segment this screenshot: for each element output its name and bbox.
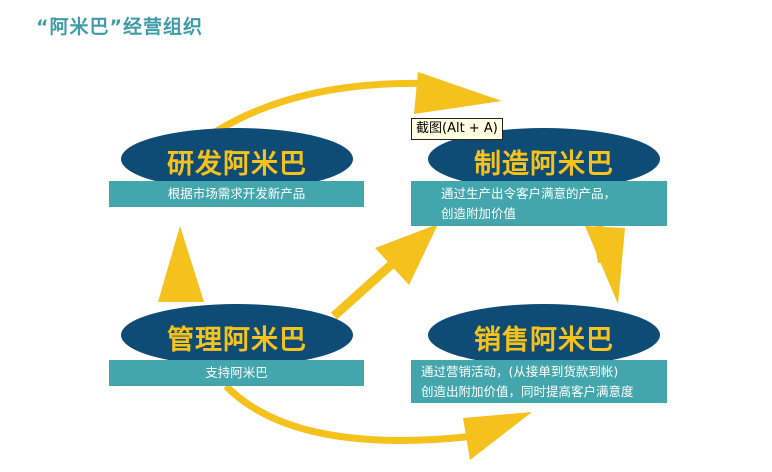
amoeba-sales-desc-line-1: 通过营销活动，(从接单到货款到帐) [421, 364, 619, 379]
arrowhead-management-to-rd [158, 226, 204, 302]
arrow-management-to-manufacturing [330, 260, 396, 320]
page-title: “阿米巴”经营组织 [36, 16, 203, 38]
screenshot-tooltip: 截图(Alt + A) [411, 118, 503, 140]
amoeba-management-desc-line: 支持阿米巴 [205, 365, 268, 380]
amoeba-management-desc: 支持阿米巴 [109, 360, 364, 386]
amoeba-rd-ellipse: 研发阿米巴 [121, 128, 353, 190]
amoeba-sales-desc: 通过营销活动，(从接单到货款到帐) 创造出附加价值，同时提高客户满意度 [411, 360, 667, 403]
arrow-management-to-sales [223, 383, 476, 444]
amoeba-manufacturing-desc-line-2: 创造附加价值 [441, 206, 517, 221]
amoeba-manufacturing-name: 制造阿米巴 [474, 148, 614, 180]
amoeba-rd-name: 研发阿米巴 [167, 148, 307, 180]
arrowhead-management-to-manufacturing [375, 224, 438, 285]
arrow-rd-to-manufacturing [210, 79, 439, 137]
amoeba-sales-ellipse: 销售阿米巴 [428, 304, 660, 366]
amoeba-manufacturing-desc-line-1: 通过生产出令客户满意的产品， [441, 186, 617, 201]
amoeba-sales-desc-line-2: 创造出附加价值，同时提高客户满意度 [421, 384, 634, 399]
amoeba-management-name: 管理阿米巴 [167, 324, 307, 356]
arrowhead-rd-to-manufacturing [414, 72, 502, 114]
amoeba-rd-desc-line: 根据市场需求开发新产品 [167, 186, 306, 201]
arrowhead-manufacturing-to-sales [585, 226, 625, 304]
arrowhead-management-to-sales [463, 412, 532, 460]
amoeba-management-ellipse: 管理阿米巴 [121, 304, 353, 366]
amoeba-manufacturing-desc: 通过生产出令客户满意的产品， 创造附加价值 [411, 181, 667, 226]
amoeba-rd-desc: 根据市场需求开发新产品 [109, 181, 364, 207]
amoeba-sales-name: 销售阿米巴 [474, 324, 614, 356]
